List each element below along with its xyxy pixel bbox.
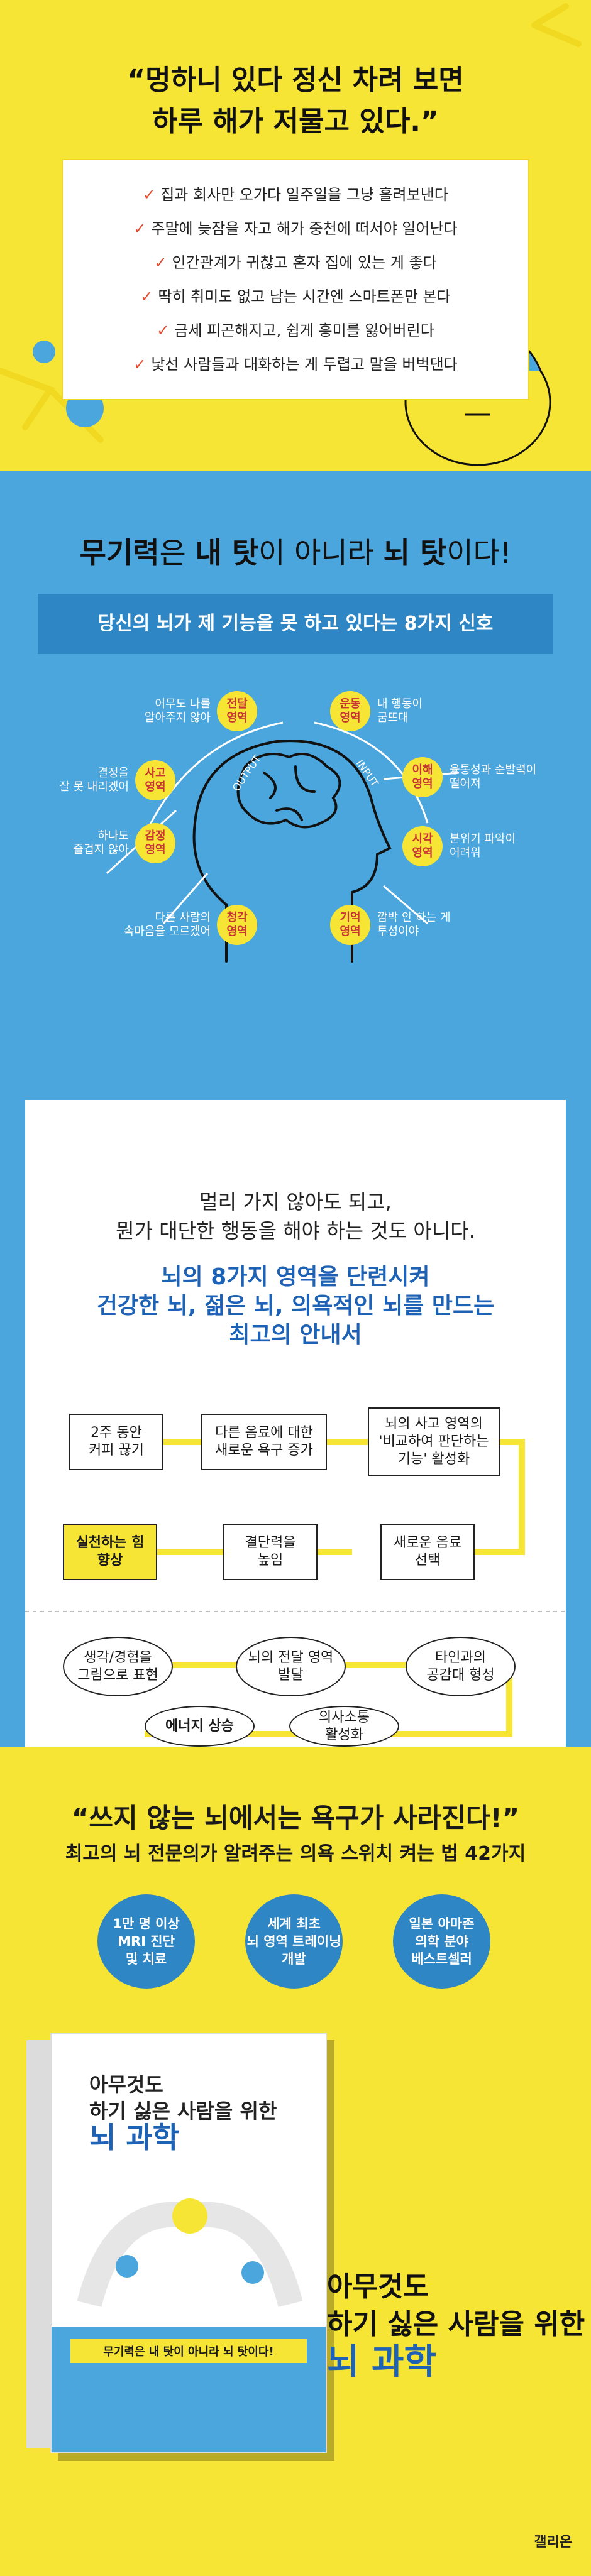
checklist-text: 인간관계가 귀찮고 혼자 집에 있는 게 좋다	[172, 254, 437, 271]
badge-text: 세계 최초 뇌 영역 트레이닝 개발	[245, 1894, 343, 1989]
area-transmission: 전달 영역	[217, 691, 257, 731]
badge-text: 1만 명 이상 MRI 진단 및 치료	[97, 1894, 195, 1989]
area-emotion: 감정 영역	[135, 823, 175, 863]
checklist-item: ✓금세 피곤해지고, 쉽게 흥미를 잃어버린다	[63, 314, 528, 347]
book-spine	[26, 2040, 52, 2448]
book-cover: 아무것도 하기 싫은 사람을 위한 뇌 과학 무기력은 내 탓이 아니라 뇌 탓…	[26, 2033, 327, 2453]
guide-section: 멀리 가지 않아도 되고, 뭔가 대단한 행동을 해야 하는 것도 아니다. 뇌…	[0, 1100, 591, 1747]
brain-head-diagram	[106, 721, 460, 963]
symptom-checklist: ✓집과 회사만 오가다 일주일을 그냥 흘려보낸다 ✓주말에 늦잠을 자고 해가…	[63, 160, 528, 381]
checklist-text: 주말에 늦잠을 자고 해가 중천에 떠서야 일어난다	[151, 220, 458, 237]
guide-title-line: 뇌의 8가지 영역을 단련시켜	[161, 1264, 430, 1290]
flow2-step: 생각/경험을 그림으로 표현	[63, 1637, 173, 1696]
side-title-line: 아무것도	[327, 2271, 429, 2303]
flow2-step: 뇌의 전달 영역 발달	[236, 1637, 346, 1696]
guide-lead-line: 멀리 가지 않아도 되고,	[199, 1190, 392, 1214]
guide-lead-line: 뭔가 대단한 행동을 해야 하는 것도 아니다.	[116, 1219, 475, 1243]
badge-world-first: 세계 최초 뇌 영역 트레이닝 개발	[245, 1894, 343, 1989]
area-thinking: 사고 영역	[135, 760, 175, 800]
badge-bestseller: 일본 아마존 의학 분야 베스트셀러	[393, 1894, 490, 1989]
check-icon: ✓	[154, 254, 167, 271]
brain-subtitle-bar: 당신의 뇌가 제 기능을 못 하고 있다는 8가지 신호	[38, 594, 553, 654]
headline-part: 이다!	[446, 536, 512, 570]
area-note: 깜박 안 하는 게 투성이야	[377, 911, 451, 938]
area-note: 융통성과 순발력이 떨어져	[450, 763, 537, 790]
side-title-line: 뇌 과학	[327, 2342, 437, 2382]
book-subheadline: 최고의 뇌 전문의가 알려주는 의욕 스위치 켜는 법 42가지	[65, 1843, 526, 1865]
flow1-step: 뇌의 사고 영역의 '비교하여 판단하는 기능' 활성화	[368, 1407, 500, 1476]
area-note: 내 행동이 굼뜨대	[377, 697, 423, 724]
headline-part: 은	[159, 536, 196, 570]
area-motor: 운동 영역	[330, 691, 370, 731]
headline-part: 뇌 탓	[383, 536, 447, 570]
intro-quote: “멍하니 있다 정신 차려 보면 하루 해가 저물고 있다.”	[0, 60, 591, 143]
cover-title-line: 뇌 과학	[89, 2120, 179, 2154]
guide-title: 뇌의 8가지 영역을 단련시켜 건강한 뇌, 젊은 뇌, 의욕적인 뇌를 만드는…	[25, 1263, 566, 1350]
intro-section: “멍하니 있다 정신 차려 보면 하루 해가 저물고 있다.” ✓집과 회사만 …	[0, 0, 591, 471]
brain-areas-section: 무기력은 내 탓이 아니라 뇌 탓이다! 당신의 뇌가 제 기능을 못 하고 있…	[0, 471, 591, 1100]
badge-mri: 1만 명 이상 MRI 진단 및 치료	[97, 1894, 195, 1989]
flow2-step: 타인과의 공감대 형성	[406, 1637, 516, 1696]
checklist-text: 딱히 취미도 없고 남는 시간엔 스마트폰만 본다	[158, 288, 451, 305]
cover-title-line: 아무것도	[89, 2073, 163, 2097]
publisher-logo: 갤리온	[534, 2535, 572, 2550]
check-icon: ✓	[157, 322, 170, 339]
checklist-item: ✓ 주말에 늦잠을 자고 해가 중천에 떠서야 일어난다	[63, 212, 528, 246]
book-cover-title: 아무것도 하기 싫은 사람을 위한 뇌 과학	[89, 2071, 277, 2154]
flow2-step: 의사소통 활성화	[289, 1706, 399, 1747]
quote-line-1: “멍하니 있다 정신 차려 보면	[127, 64, 464, 96]
book-side-title: 아무것도 하기 싫은 사람을 위한 뇌 과학	[327, 2268, 585, 2381]
flow1-step: 결단력을 높임	[223, 1524, 318, 1580]
checklist-item: ✓집과 회사만 오가다 일주일을 그냥 흘려보낸다	[63, 178, 528, 212]
flow1-step: 다른 음료에 대한 새로운 욕구 증가	[201, 1414, 327, 1470]
checklist-item: ✓ 인간관계가 귀찮고 혼자 집에 있는 게 좋다	[63, 246, 528, 280]
book-cover-strip: 무기력은 내 탓이 아니라 뇌 탓이다!	[52, 2327, 326, 2452]
area-note: 결정을 잘 못 내리겠어	[59, 767, 129, 794]
guide-lead: 멀리 가지 않아도 되고, 뭔가 대단한 행동을 해야 하는 것도 아니다.	[25, 1187, 566, 1245]
area-understanding: 이해 영역	[402, 757, 443, 797]
area-memory: 기억 영역	[330, 905, 370, 945]
checklist-item: ✓ 낯선 사람들과 대화하는 게 두렵고 말을 버벅댄다	[63, 347, 528, 381]
badge-text: 일본 아마존 의학 분야 베스트셀러	[393, 1894, 490, 1989]
checklist-text: 낯선 사람들과 대화하는 게 두렵고 말을 버벅댄다	[151, 356, 458, 373]
area-hearing: 청각 영역	[217, 905, 257, 945]
flow1-step: 새로운 음료 선택	[380, 1524, 475, 1580]
area-note: 분위기 파악이 어려워	[450, 832, 516, 860]
headline-part: 내 탓	[195, 536, 259, 570]
headline-part: 이 아니라	[258, 536, 384, 570]
cover-title-line: 하기 싫은 사람을 위한	[89, 2099, 277, 2123]
area-note: 다른 사람의 속마음을 모르겠어	[123, 911, 211, 938]
symptom-checklist-card: ✓집과 회사만 오가다 일주일을 그냥 흘려보낸다 ✓주말에 늦잠을 자고 해가…	[63, 160, 528, 399]
checklist-item: ✓ 딱히 취미도 없고 남는 시간엔 스마트폰만 본다	[63, 280, 528, 314]
side-title-line: 하기 싫은 사람을 위한	[327, 2308, 585, 2340]
check-icon: ✓	[140, 288, 153, 305]
check-icon: ✓	[133, 356, 146, 373]
check-icon: ✓	[133, 220, 146, 237]
area-note: 하나도 즐겁지 않아	[73, 829, 129, 856]
guide-title-line: 최고의 안내서	[229, 1322, 362, 1348]
checklist-text: 집과 회사만 오가다 일주일을 그냥 흘려보낸다	[160, 186, 448, 204]
checklist-text: 금세 피곤해지고, 쉽게 흥미를 잃어버린다	[174, 322, 434, 339]
guide-title-line: 건강한 뇌, 젊은 뇌, 의욕적인 뇌를 만드는	[96, 1293, 495, 1319]
cover-band: 무기력은 내 탓이 아니라 뇌 탓이다!	[70, 2339, 307, 2363]
headline-part: 무기력	[79, 536, 160, 570]
flow1-step: 2주 동안 커피 끊기	[69, 1414, 163, 1470]
book-section: “쓰지 않는 뇌에서는 욕구가 사라진다!” 최고의 뇌 전문의가 알려주는 의…	[0, 1747, 591, 2576]
brain-subtitle: 당신의 뇌가 제 기능을 못 하고 있다는 8가지 신호	[97, 613, 494, 635]
quote-line-2: 하루 해가 저물고 있다.”	[152, 106, 439, 138]
brain-neuron-art	[77, 2198, 303, 2307]
brain-headline: 무기력은 내 탓이 아니라 뇌 탓이다!	[0, 530, 591, 572]
area-visual: 시각 영역	[402, 826, 443, 866]
flow1-step: 실천하는 힘 향상	[63, 1524, 157, 1580]
book-headline: “쓰지 않는 뇌에서는 욕구가 사라진다!”	[71, 1803, 520, 1833]
flow2-step: 에너지 상승	[145, 1706, 255, 1747]
check-icon: ✓	[143, 186, 156, 204]
area-note: 어무도 나를 알아주지 않아	[144, 697, 211, 724]
